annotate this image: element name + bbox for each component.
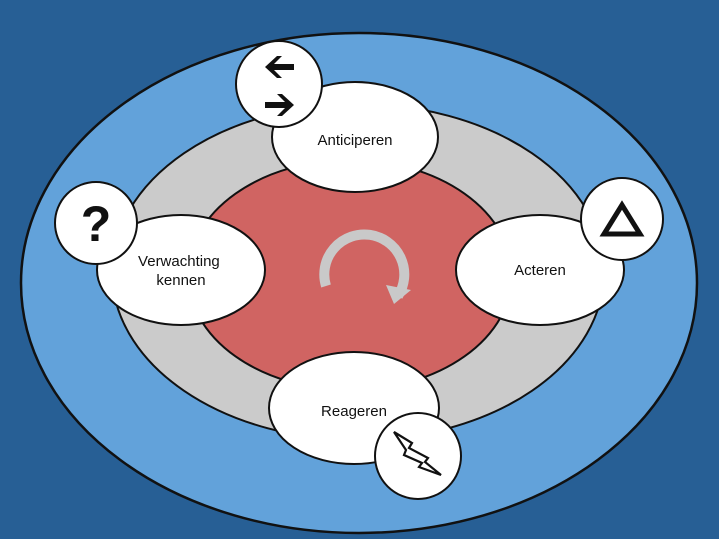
step-verwachting-label: Verwachting kennen	[138, 253, 224, 289]
lightning-bolt-icon	[374, 412, 462, 500]
step-verwachting-line-1: Verwachting	[138, 253, 220, 270]
step-acteren-label: Acteren	[514, 262, 566, 279]
step-acteren: Acteren	[455, 214, 625, 326]
step-verwachting-kennen: Verwachting kennen	[96, 214, 266, 326]
cycle-arrow-icon	[319, 229, 411, 304]
question-mark-icon: ?	[54, 181, 138, 265]
question-mark-glyph: ?	[81, 196, 112, 252]
step-verwachting-bubble	[96, 214, 266, 326]
step-reageren-label: Reageren	[321, 403, 387, 420]
left-right-arrows-icon	[235, 40, 323, 128]
triangle-icon	[580, 177, 664, 261]
step-verwachting-line-2: kennen	[156, 272, 205, 289]
step-anticiperen-label: Anticiperen	[317, 132, 392, 149]
step-acteren-bubble	[455, 214, 625, 326]
